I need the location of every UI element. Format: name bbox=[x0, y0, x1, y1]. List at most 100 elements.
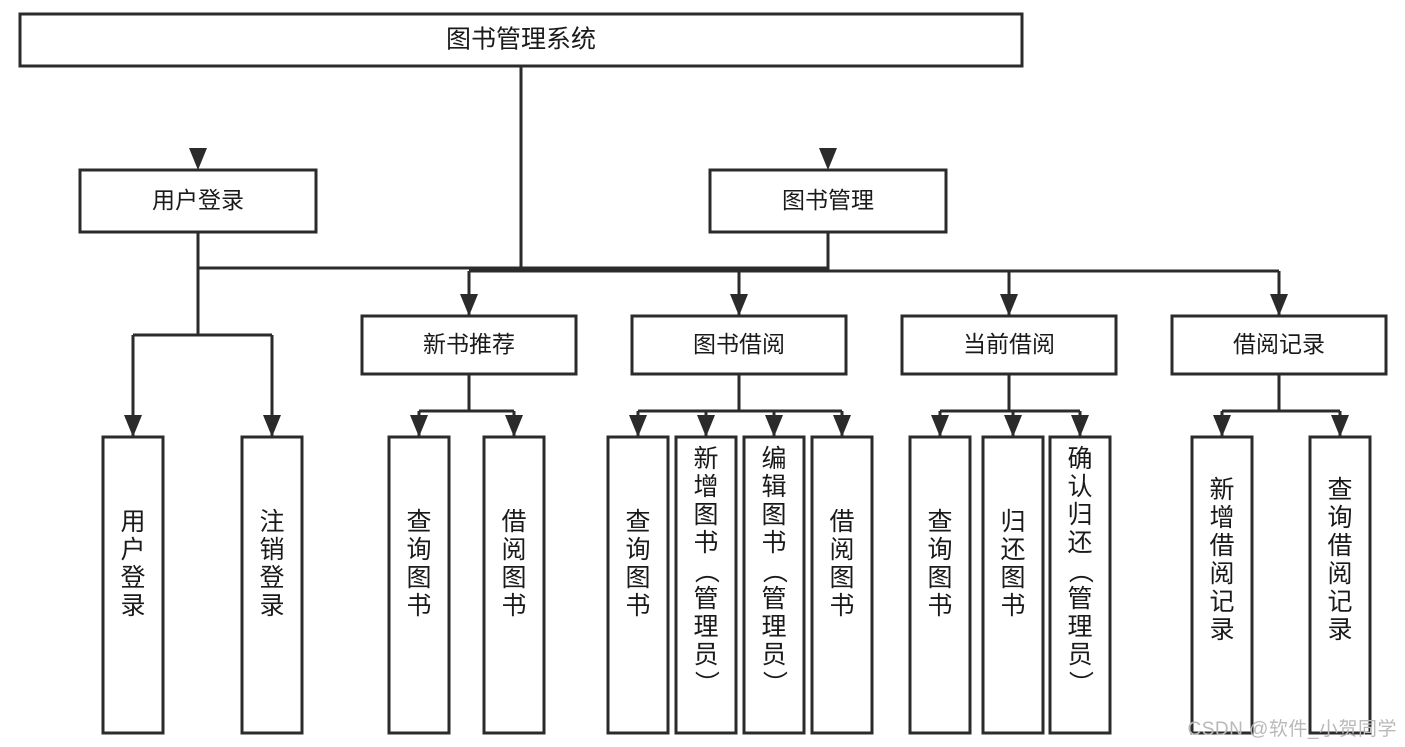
leaf-node-6-glyph: 理 bbox=[761, 613, 786, 641]
leaf-node-11-glyph: 借 bbox=[1209, 532, 1234, 560]
level2-node-1-label: 图书管理 bbox=[782, 187, 874, 213]
level3-node-1[interactable]: 图书借阅 bbox=[630, 314, 848, 376]
leaf-node-2-glyph: 书 bbox=[406, 592, 431, 620]
arrow-head-icon bbox=[833, 415, 851, 437]
leaf-node-11-glyph: 增 bbox=[1209, 504, 1234, 532]
leaf-node-12-glyph: 阅 bbox=[1327, 560, 1352, 588]
leaf-node-4-box[interactable] bbox=[606, 435, 670, 735]
leaf-node-1-glyph: 注 bbox=[259, 508, 284, 536]
leaf-node-2-glyph: 图 bbox=[406, 564, 431, 592]
arrow-head-icon bbox=[819, 148, 837, 170]
leaf-node-11-glyph: 阅 bbox=[1209, 560, 1234, 588]
arrow-head-icon bbox=[629, 415, 647, 437]
leaf-node-2-box[interactable] bbox=[387, 435, 451, 735]
leaf-node-8-glyph: 图 bbox=[927, 564, 952, 592]
level3-node-0-label: 新书推荐 bbox=[423, 331, 515, 357]
leaf-node-12-glyph: 查 bbox=[1327, 476, 1352, 504]
leaf-node-6-glyph: 辑 bbox=[761, 473, 786, 501]
leaf-node-6-glyph: 编 bbox=[761, 445, 786, 473]
leaf-node-6-box[interactable] bbox=[742, 435, 806, 735]
leaf-node-9-glyph: 书 bbox=[1000, 592, 1025, 620]
leaf-node-10-glyph: 理 bbox=[1067, 613, 1092, 641]
arrow-head-icon bbox=[460, 294, 478, 316]
arrow-head-icon bbox=[697, 415, 715, 437]
arrow-head-icon bbox=[765, 415, 783, 437]
level3-node-2-label: 当前借阅 bbox=[963, 331, 1055, 357]
leaf-node-9-box[interactable] bbox=[981, 435, 1045, 735]
leaf-node-10-glyph: 管 bbox=[1067, 585, 1092, 613]
leaf-node-10-glyph: 确 bbox=[1067, 445, 1092, 473]
leaf-node-11-box[interactable] bbox=[1190, 435, 1254, 735]
level3-node-3-box[interactable] bbox=[1170, 314, 1388, 376]
arrow-head-icon bbox=[1004, 415, 1022, 437]
root-node-book-management-system[interactable]: 图书管理系统 bbox=[18, 12, 1024, 68]
leaf-node-6-glyph: 书 bbox=[761, 529, 786, 557]
arrow-head-icon bbox=[1331, 415, 1349, 437]
level2-node-0-box[interactable] bbox=[78, 168, 318, 234]
level3-node-2-box[interactable] bbox=[900, 314, 1118, 376]
leaf-node-6-glyph: ） bbox=[760, 670, 788, 695]
arrow-head-icon bbox=[730, 294, 748, 316]
level3-node-3[interactable]: 借阅记录 bbox=[1170, 314, 1388, 376]
level3-node-1-box[interactable] bbox=[630, 314, 848, 376]
level2-node-0-label: 用户登录 bbox=[152, 187, 244, 213]
leaf-node-0-glyph: 登 bbox=[120, 564, 145, 592]
arrow-head-icon bbox=[189, 148, 207, 170]
leaf-node-8-glyph: 书 bbox=[927, 592, 952, 620]
leaf-node-5-glyph: 管 bbox=[693, 585, 718, 613]
leaf-node-12-glyph: 询 bbox=[1327, 504, 1352, 532]
leaf-node-4-glyph: 询 bbox=[625, 536, 650, 564]
leaf-node-10-glyph: （ bbox=[1066, 558, 1094, 583]
leaf-node-10-glyph: 还 bbox=[1067, 529, 1092, 557]
leaf-node-3-box[interactable] bbox=[482, 435, 546, 735]
leaf-node-8-box[interactable] bbox=[908, 435, 972, 735]
leaf-node-12-box[interactable] bbox=[1308, 435, 1372, 735]
leaf-node-9-glyph: 还 bbox=[1000, 536, 1025, 564]
watermark-label: CSDN @软件_小贺同学 bbox=[1187, 719, 1397, 740]
leaf-node-5-glyph: 理 bbox=[693, 613, 718, 641]
leaf-node-0-box[interactable] bbox=[101, 435, 165, 735]
level3-node-0-box[interactable] bbox=[360, 314, 578, 376]
leaf-node-6-glyph: 图 bbox=[761, 501, 786, 529]
leaf-node-3-glyph: 阅 bbox=[501, 536, 526, 564]
leaf-node-5-glyph: 新 bbox=[693, 445, 718, 473]
leaf-node-7-box[interactable] bbox=[810, 435, 874, 735]
leaf-node-12-glyph: 录 bbox=[1327, 616, 1352, 644]
leaf-node-1-glyph: 登 bbox=[259, 564, 284, 592]
leaf-node-1-box[interactable] bbox=[240, 435, 304, 735]
leaf-node-4-glyph: 书 bbox=[625, 592, 650, 620]
level2-node-1[interactable]: 图书管理 bbox=[708, 168, 948, 234]
leaf-node-5-box[interactable] bbox=[674, 435, 738, 735]
root-node-book-management-system-box[interactable] bbox=[18, 12, 1024, 68]
arrow-head-icon bbox=[1071, 415, 1089, 437]
leaf-node-10-box[interactable] bbox=[1048, 435, 1112, 735]
level2-node-0[interactable]: 用户登录 bbox=[78, 168, 318, 234]
level3-node-0[interactable]: 新书推荐 bbox=[360, 314, 578, 376]
leaf-node-3-glyph: 图 bbox=[501, 564, 526, 592]
leaf-node-10-glyph: ） bbox=[1066, 670, 1094, 695]
leaf-node-1-glyph: 录 bbox=[259, 592, 284, 620]
level3-node-2[interactable]: 当前借阅 bbox=[900, 314, 1118, 376]
arrow-head-icon bbox=[1270, 294, 1288, 316]
leaf-node-10-glyph: 认 bbox=[1067, 473, 1092, 501]
leaf-node-0[interactable]: 用户登录 bbox=[101, 435, 165, 735]
leaf-node-5-glyph: 员 bbox=[693, 641, 718, 669]
arrow-head-icon bbox=[1213, 415, 1231, 437]
leaf-node-11-glyph: 记 bbox=[1209, 588, 1234, 616]
level2-node-1-box[interactable] bbox=[708, 168, 948, 234]
leaf-node-8-glyph: 询 bbox=[927, 536, 952, 564]
leaf-node-6-glyph: 管 bbox=[761, 585, 786, 613]
